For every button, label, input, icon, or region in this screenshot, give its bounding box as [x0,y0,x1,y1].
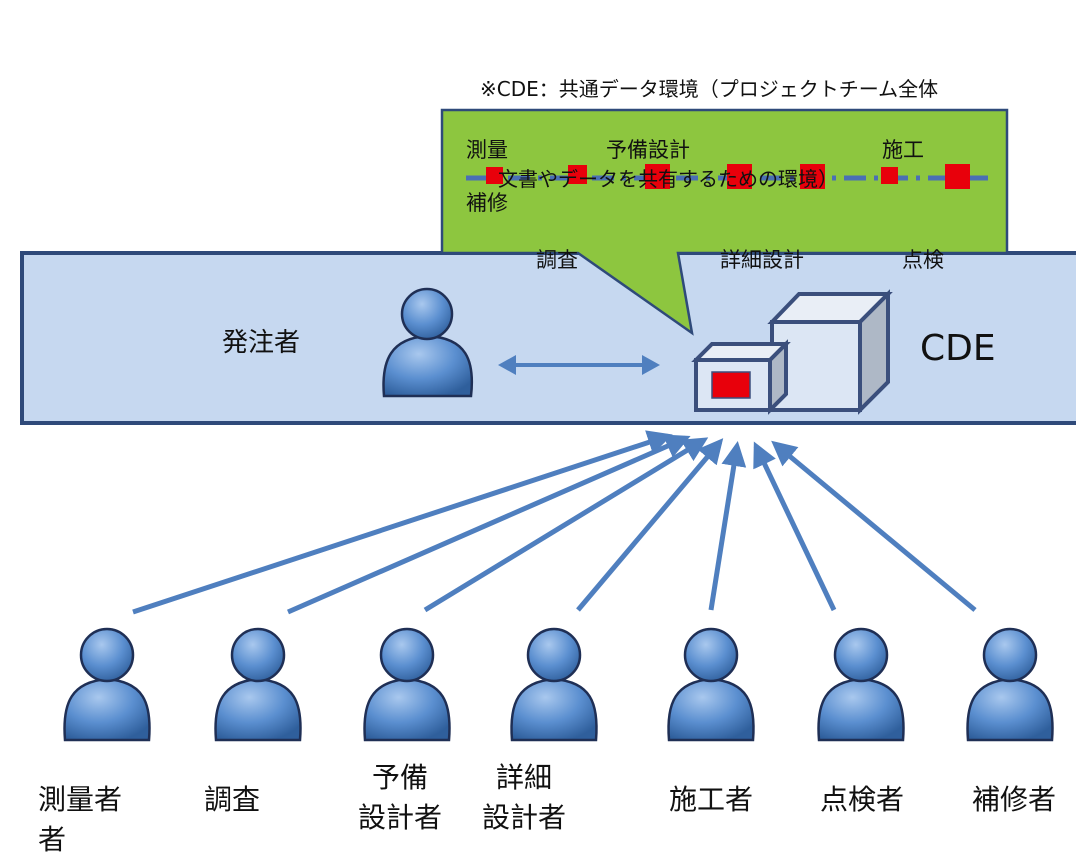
cde-label: CDE [920,328,996,369]
milestone-marker [881,167,898,184]
participant-label-inspector: 点検者 [819,783,904,816]
orderer-cde-arrow [498,355,660,375]
participant-label-detailed-designer: 詳細 設計者 [481,761,566,834]
participant-person-icon [63,627,151,742]
participant-person-icon [667,627,755,742]
callout-label-preliminary-design: 予備設計 [606,138,690,162]
participant-icons [63,627,1054,742]
milestone-marker [800,164,825,189]
milestone-marker [945,164,970,189]
note-line-1: ※CDE：共通データ環境（プロジェクトチーム全体 [480,77,939,101]
participant-label-preliminary-designer: 予備 設計者 [357,761,442,834]
orderer-band [20,251,1076,425]
callout-label-repair: 補修 [466,191,508,215]
participant-person-icon [214,627,302,742]
note-line-2: 文書やデータを共有するための環境） [498,167,838,191]
participant-person-icon [817,627,905,742]
participant-label-surveyor: 測量者 者 [38,783,123,856]
participant-person-icon [966,627,1054,742]
stage-label-investigation: 調査 [536,248,578,272]
cde-box-icon [691,289,893,415]
participant-person-icon [510,627,598,742]
stage-label-inspection: 点検 [902,248,944,272]
orderer-label: 発注者 [222,328,301,358]
cde-definition-note: ※CDE：共通データ環境（プロジェクトチーム全体 文書やデータを共有するための環… [480,14,938,224]
participant-arrows [132,430,977,615]
stage-label-detailed-design: 詳細設計 [720,248,804,272]
callout-label-construction: 施工 [882,138,924,162]
milestone-marker [645,164,670,189]
cde-red-block [711,371,751,399]
orderer-person-icon [382,287,474,398]
milestone-marker [486,167,503,184]
participant-label-constructor: 施工者 [668,783,753,816]
participant-label-repairer: 補修者 [971,783,1056,816]
milestone-marker [727,164,752,189]
participant-label-investigator: 調査 [203,783,260,816]
milestone-marker [568,165,587,184]
participant-person-icon [363,627,451,742]
callout-label-survey: 測量 [466,138,508,162]
milestone-markers [486,164,970,189]
